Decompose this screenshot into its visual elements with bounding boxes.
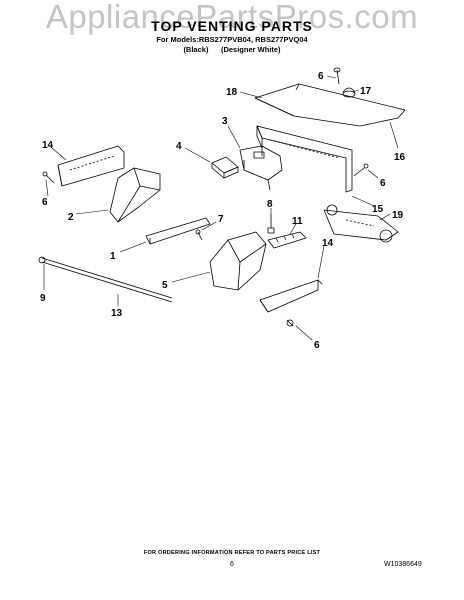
- callout-17: 17: [360, 86, 372, 97]
- ordering-note: FOR ORDERING INFORMATION REFER TO PARTS …: [143, 550, 321, 556]
- part-17-clip: [342, 87, 356, 98]
- callout-16: 16: [394, 152, 406, 163]
- callout-19: 19: [392, 210, 404, 221]
- callout-7: 7: [218, 214, 224, 225]
- part-4-block: [211, 156, 239, 179]
- part-2-duct: [109, 167, 161, 223]
- colors-line: (Black) (Designer White): [183, 45, 281, 54]
- callout-9: 9: [40, 293, 46, 304]
- callout-leaders: [43, 75, 399, 341]
- callout-labels: 18 6 17 3 16 14 4 6 6 15 2 8 7 11 19 1 1…: [40, 71, 406, 351]
- part-18-top-cover: [254, 83, 406, 127]
- part-6-screw-right: [353, 163, 369, 177]
- document-number: W10386649: [384, 561, 422, 568]
- callout-3: 3: [222, 116, 228, 127]
- callout-1: 1: [110, 251, 116, 262]
- part-7-screw: [195, 229, 203, 241]
- callout-15: 15: [372, 204, 384, 215]
- callout-11: 11: [292, 216, 303, 227]
- callout-8: 8: [267, 199, 273, 210]
- part-3-fan-module: [239, 145, 283, 191]
- watermark-text: AppliancePartsPros.com: [45, 0, 419, 35]
- callout-4: 4: [176, 141, 182, 152]
- page-number: 6: [230, 561, 234, 568]
- callout-5: 5: [162, 280, 168, 291]
- part-8-screw: [267, 214, 275, 234]
- part-14-left-bracket: [57, 145, 125, 187]
- part-13-rod: [38, 256, 173, 303]
- callout-18: 18: [226, 87, 238, 98]
- callout-6-bottom: 6: [314, 340, 320, 351]
- models-line: For Models:RBS277PVB04, RBS277PVQ04: [156, 35, 308, 44]
- callout-14-left: 14: [42, 140, 54, 151]
- part-6-screw-bottom: [286, 319, 294, 327]
- callout-14-right: 14: [322, 238, 334, 249]
- part-3-vent-bracket: [256, 125, 353, 193]
- part-14-right-bracket: [259, 279, 323, 313]
- part-5-lower-duct: [209, 231, 267, 291]
- part-6-screw-left: [42, 171, 55, 184]
- diagram-title: TOP VENTING PARTS: [151, 18, 313, 34]
- callout-2: 2: [68, 212, 74, 223]
- callout-6-right: 6: [380, 178, 386, 189]
- part-15-fixture: [323, 204, 399, 243]
- part-1-slat: [145, 217, 211, 245]
- part-11-terminal-block: [267, 231, 307, 249]
- callout-6-left: 6: [42, 197, 48, 208]
- callout-13: 13: [111, 308, 123, 319]
- callout-6-top: 6: [318, 71, 324, 82]
- part-6-screw-top: [333, 67, 341, 85]
